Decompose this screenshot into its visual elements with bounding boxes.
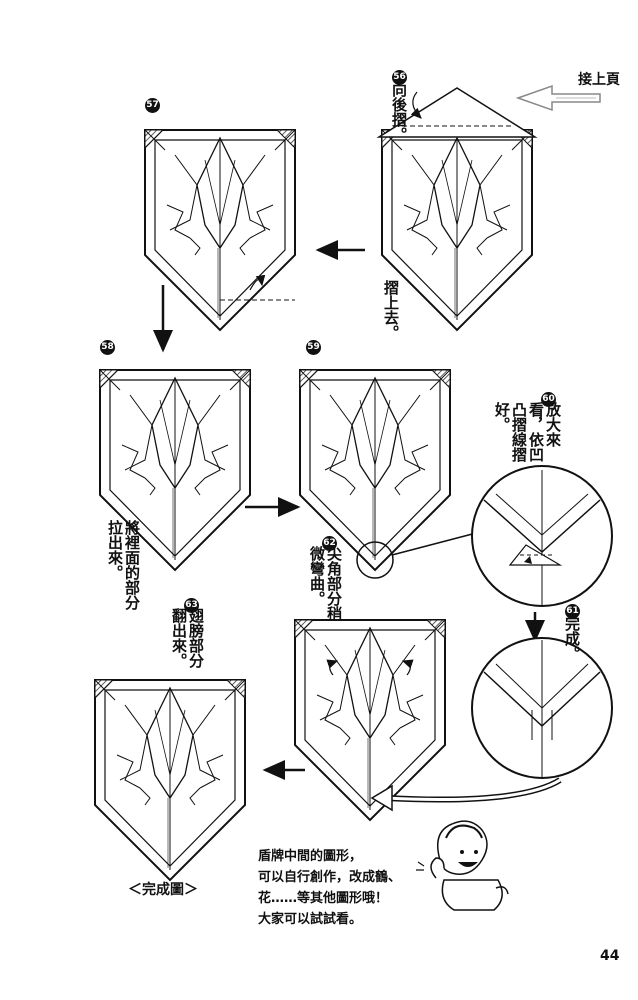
step-61-number: 61 <box>565 598 580 619</box>
step-57-figure <box>144 129 296 331</box>
kid-illustration <box>416 820 509 911</box>
fold-up-note: 摺上去。 <box>382 280 400 340</box>
step-56-number: 56 <box>392 64 407 85</box>
speech-line: 盾牌中間的圖形， <box>258 849 363 864</box>
final-caption: ＜完成圖＞ <box>128 882 198 898</box>
speech-line: 可以自行創作，改成鶴、 <box>258 870 402 885</box>
step-58-number: 58 <box>100 334 115 355</box>
continue-label: 接上頁 <box>578 72 620 88</box>
step-60-number: 60 <box>541 386 556 407</box>
speech-line: 花……等其他圖形哦！ <box>258 891 389 906</box>
step-62-text: 尖角部分稍微彎曲。 <box>308 546 343 621</box>
step-60-zoom <box>471 465 613 607</box>
step-56-figure <box>376 87 538 331</box>
pull-out-note: 將裡面的部分拉出來。 <box>106 520 141 610</box>
speech-line: 大家可以試試看。 <box>258 912 363 927</box>
speech-text: 盾牌中間的圖形， 可以自行創作，改成鶴、 花……等其他圖形哦！ 大家可以試試看。 <box>258 846 401 930</box>
step-63-number: 63 <box>184 592 199 613</box>
step-62-figure <box>294 619 446 821</box>
step-61-text: 完成。 <box>563 616 581 661</box>
final-figure <box>94 679 246 881</box>
step-57-number: 57 <box>145 92 160 113</box>
zoom-connector <box>391 531 481 556</box>
step-63-text: 翅膀部分翻出來。 <box>170 608 205 668</box>
step-60-text: 放大來看，依凹凸摺線摺好。 <box>493 402 562 462</box>
continue-arrow <box>515 84 601 112</box>
step-61-zoom <box>471 637 613 779</box>
step-59-number: 59 <box>306 334 321 355</box>
page-number: 44 <box>600 948 620 964</box>
step-59-figure <box>299 369 451 579</box>
step-56-text: 向後摺。 <box>390 82 408 142</box>
step-62-number: 62 <box>322 530 337 551</box>
